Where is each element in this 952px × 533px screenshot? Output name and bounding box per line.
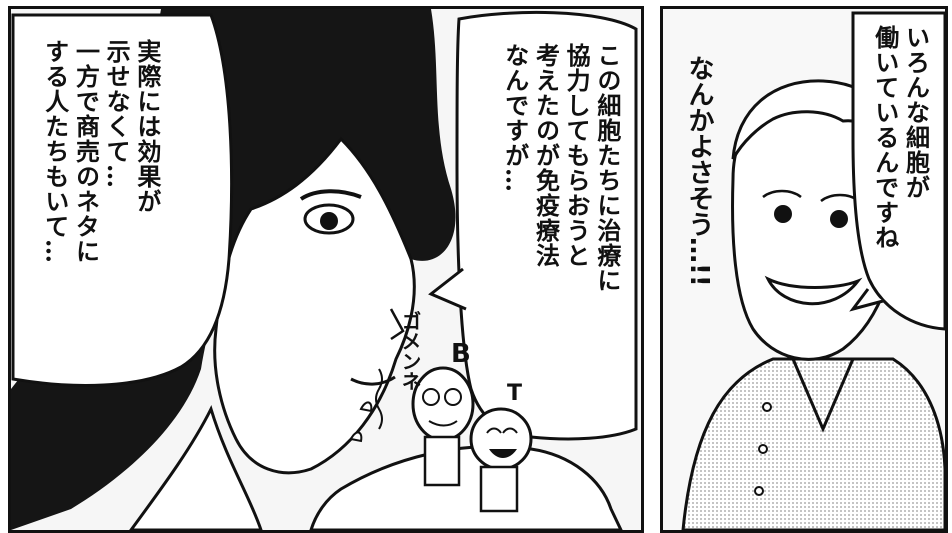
speech-bubble-left — [11, 13, 234, 387]
man-shirt — [681, 357, 945, 530]
speech-bubble-man — [851, 11, 945, 331]
right-panel: いろんな細胞が 働いているんですね なんかよさそう…!! — [660, 6, 948, 533]
cell-b-label: B — [451, 339, 471, 369]
left-panel-art — [11, 9, 641, 530]
cell-b-character — [411, 366, 475, 487]
sfx-apology: ゴメンネ — [398, 311, 422, 391]
speech-text-man: いろんな細胞が 働いているんですね — [870, 25, 931, 250]
woman-hand — [309, 444, 623, 530]
woman-hair — [11, 9, 456, 530]
woman-face — [213, 136, 416, 475]
left-panel: この細胞たちに治療に 協力してもらおうと 考えたのが免疫療法 なんですが… 実際… — [8, 6, 644, 533]
sfx-nanka-yosasou: なんかよさそう…!! — [684, 55, 714, 287]
right-panel-art — [663, 9, 945, 530]
cell-t-character — [469, 407, 533, 513]
speech-text-left: 実際には効果が 示せなくて… 一方で商売のネタに する人たちもいて… — [40, 39, 162, 264]
speech-text-right: この細胞たちに治療に 協力してもらおうと 考えたのが免疫療法 なんですが… — [500, 43, 622, 293]
cell-t-label: T — [507, 381, 523, 406]
